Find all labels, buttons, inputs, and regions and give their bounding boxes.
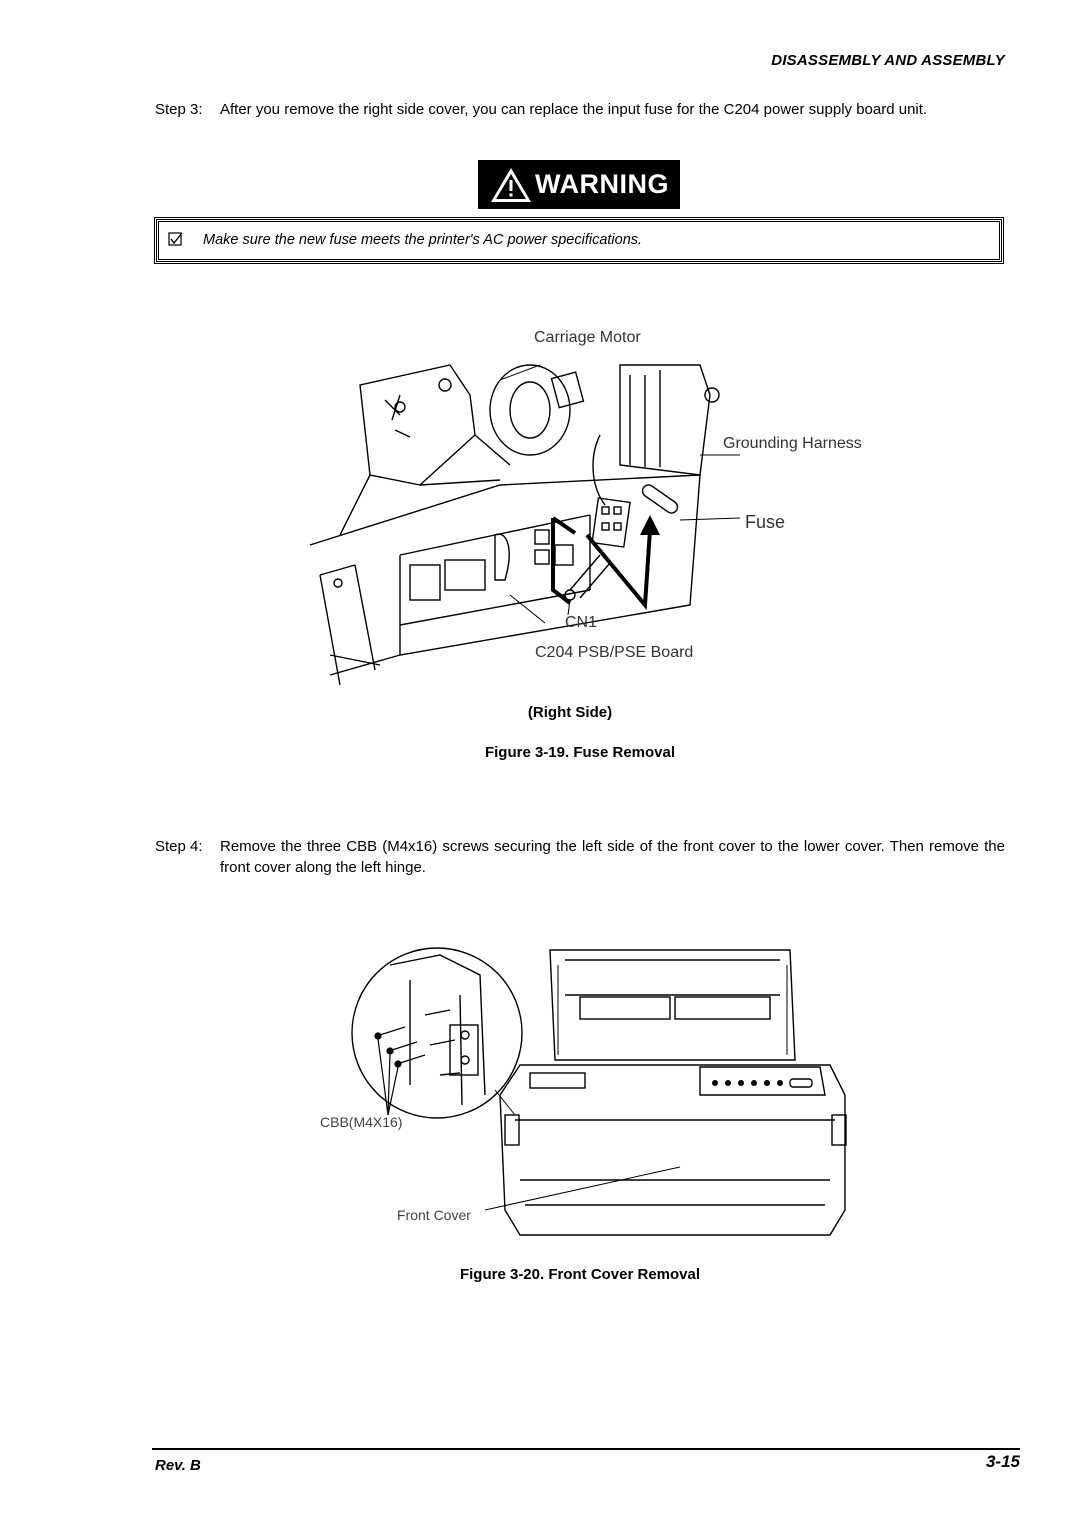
- front-cover-removal-illustration: [351, 947, 847, 1236]
- step-3-label: Step 3:: [155, 101, 203, 118]
- label-screws: CBB(M4X16): [320, 1114, 403, 1130]
- figure-1-caption: Figure 3-19. Fuse Removal: [484, 744, 676, 761]
- label-cn1: CN1: [565, 614, 598, 631]
- footer-page-number: 3-15: [985, 1452, 1020, 1471]
- label-grounding-harness: Grounding Harness: [723, 435, 862, 452]
- warning-badge-text: WARNING: [535, 169, 669, 199]
- checkbox-icon: [168, 232, 183, 246]
- figure-2-caption: Figure 3-20. Front Cover Removal: [459, 1266, 701, 1283]
- warning-box: Make sure the new fuse meets the printer…: [154, 217, 1004, 264]
- warning-badge: WARNING: [478, 160, 680, 209]
- label-front-cover: Front Cover: [397, 1207, 471, 1223]
- figure-1-subcaption: (Right Side): [527, 704, 613, 721]
- warning-message: Make sure the new fuse meets the printer…: [203, 232, 643, 248]
- step-4-text: Remove the three CBB (M4x16) screws secu…: [220, 838, 1005, 876]
- label-fuse: Fuse: [745, 512, 786, 532]
- label-board: C204 PSB/PSE Board: [535, 644, 694, 661]
- footer-revision: Rev. B: [155, 1457, 201, 1474]
- step-4: Step 4: Remove the three CBB (M4x16) scr…: [155, 836, 1005, 880]
- step-4-label: Step 4:: [155, 838, 203, 855]
- fuse-removal-illustration: [309, 364, 740, 686]
- step-3: Step 3: After you remove the right side …: [155, 99, 1005, 143]
- step-3-text: After you remove the right side cover, y…: [220, 101, 928, 118]
- warning-triangle-icon: [491, 167, 531, 202]
- footer-rule: [152, 1448, 1020, 1450]
- label-carriage-motor: Carriage Motor: [534, 329, 641, 346]
- section-title: DISASSEMBLY AND ASSEMBLY: [771, 52, 1005, 69]
